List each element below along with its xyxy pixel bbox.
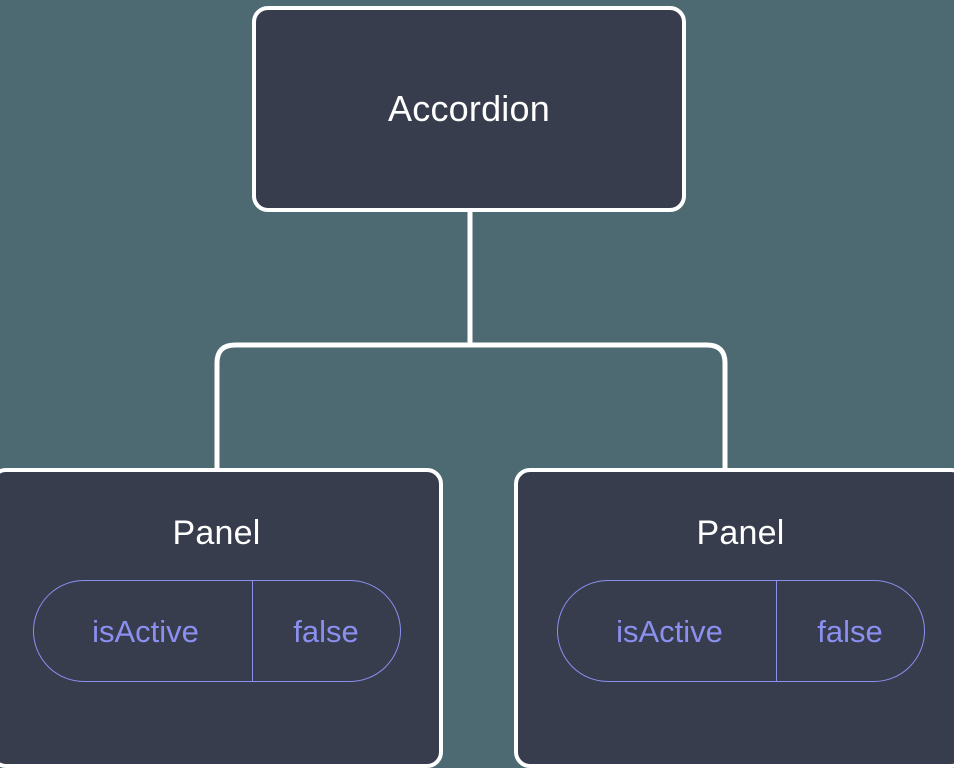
node-panel-left-prop-badge[interactable]: isActive false — [32, 580, 401, 682]
node-panel-right-prop-key: isActive — [616, 613, 723, 649]
node-panel-right-prop-value: false — [775, 581, 924, 681]
node-panel-left-title: Panel — [172, 514, 261, 552]
node-panel-left-prop-value: false — [251, 581, 400, 681]
connector-bus-to-left-child — [214, 342, 470, 472]
node-panel-right-title: Panel — [696, 514, 785, 552]
node-panel-right-prop-badge[interactable]: isActive false — [556, 580, 925, 682]
node-panel-left-prop-key: isActive — [92, 613, 199, 649]
node-panel-right[interactable]: Panel isActive false — [514, 468, 954, 768]
node-accordion-title: Accordion — [388, 88, 550, 129]
connector-layer — [214, 212, 728, 472]
component-tree-diagram: Accordion Panel isActive false Panel isA… — [0, 6, 954, 768]
node-accordion[interactable]: Accordion — [252, 6, 686, 212]
connector-bus-to-right-child — [470, 342, 728, 472]
node-panel-left[interactable]: Panel isActive false — [0, 468, 443, 768]
